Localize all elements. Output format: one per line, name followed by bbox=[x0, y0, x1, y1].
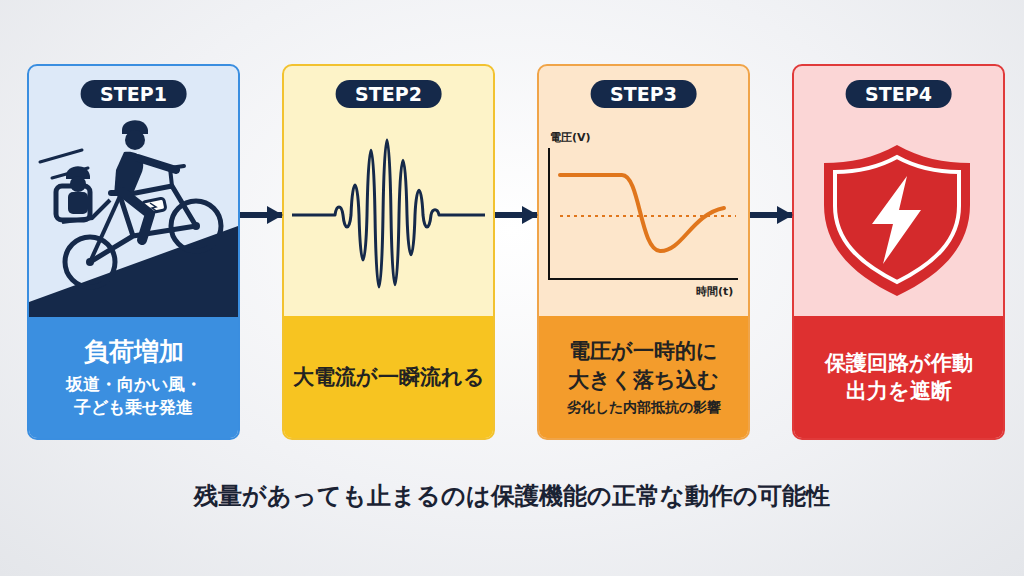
lightning-bolt bbox=[872, 176, 921, 264]
voltage-chart bbox=[548, 148, 738, 279]
voltage-curve bbox=[560, 175, 724, 251]
rider-arm bbox=[138, 158, 176, 170]
battery-bolt bbox=[150, 203, 158, 212]
step-band: 大電流が一瞬流れる bbox=[284, 316, 493, 438]
rider-leg bbox=[122, 192, 150, 240]
handlebar bbox=[170, 166, 184, 186]
step-title: 大電流が一瞬流れる bbox=[293, 363, 485, 391]
child-helmet bbox=[66, 166, 90, 179]
wheel bbox=[65, 237, 115, 287]
shield-icon bbox=[824, 145, 970, 296]
step-badge: STEP2 bbox=[335, 80, 442, 108]
step-band: 電圧が一時的に 大きく落ち込む劣化した内部抵抗の影響 bbox=[539, 316, 748, 438]
threshold-line bbox=[560, 215, 736, 217]
step-card: STEP3 電圧が一時的に 大きく落ち込む劣化した内部抵抗の影響 bbox=[537, 64, 750, 440]
speed-line bbox=[52, 168, 88, 178]
step-badge: STEP1 bbox=[80, 80, 187, 108]
caption: 残量があっても止まるのは保護機能の正常な動作の可能性 bbox=[0, 480, 1024, 512]
step-badge: STEP4 bbox=[845, 80, 952, 108]
step-note: 坂道・向かい風・ 子ども乗せ発進 bbox=[39, 373, 228, 419]
axis bbox=[548, 148, 550, 279]
shield bbox=[824, 145, 970, 296]
flow-arrow bbox=[495, 212, 537, 218]
step-band: 負荷増加坂道・向かい風・ 子ども乗せ発進 bbox=[29, 316, 238, 438]
hub bbox=[86, 258, 94, 266]
shield-rim bbox=[835, 157, 959, 282]
helmet bbox=[122, 120, 148, 134]
bike-frame bbox=[120, 186, 196, 236]
flow-arrow bbox=[750, 212, 792, 218]
seat-mount bbox=[62, 200, 110, 222]
child-seat bbox=[56, 186, 90, 220]
step-badge: STEP3 bbox=[590, 80, 697, 108]
step-card: STEP1 負荷増加坂道・向かい風・ 子ども乗せ発進 bbox=[27, 64, 240, 440]
saddle bbox=[108, 190, 130, 196]
bike-frame bbox=[90, 226, 196, 262]
current-wave bbox=[292, 140, 485, 287]
step-title: 電圧が一時的に 大きく落ち込む bbox=[549, 337, 738, 394]
rider-body bbox=[114, 152, 143, 196]
step-note: 劣化した内部抵抗の影響 bbox=[567, 398, 721, 417]
bike-illustration bbox=[29, 120, 238, 317]
step-title: 負荷増加 bbox=[84, 335, 184, 369]
hub bbox=[192, 222, 200, 230]
child-body bbox=[68, 192, 88, 214]
bike-frame bbox=[90, 196, 120, 262]
wheel bbox=[171, 201, 221, 251]
slope bbox=[29, 226, 238, 317]
flow-arrow bbox=[240, 212, 282, 218]
rider-head bbox=[125, 130, 145, 150]
axis bbox=[548, 278, 738, 280]
child-head bbox=[70, 176, 86, 192]
step-title: 保護回路が作動 出力を遮断 bbox=[804, 349, 993, 406]
speed-line bbox=[40, 150, 82, 162]
step-card: STEP4 保護回路が作動 出力を遮断 bbox=[792, 64, 1005, 440]
step-card: STEP2 大電流が一瞬流れる bbox=[282, 64, 495, 440]
step-band: 保護回路が作動 出力を遮断 bbox=[794, 316, 1003, 438]
battery bbox=[142, 198, 166, 214]
